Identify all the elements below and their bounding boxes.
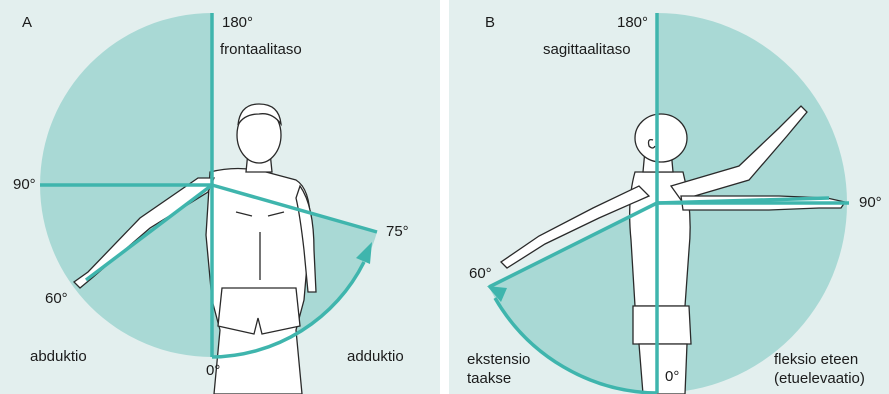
torso — [206, 169, 310, 394]
panel-b-deg-90: 90° — [859, 194, 882, 212]
adduction-label: adduktio — [347, 348, 404, 366]
panel-a-deg-90: 90° — [13, 176, 36, 194]
flexion-label-2: (etuelevaatio) — [774, 370, 865, 388]
panel-a-plane-label: frontaalitaso — [220, 41, 302, 59]
extension-label-2: taakse — [467, 370, 511, 388]
panel-b-deg-180: 180° — [617, 14, 648, 32]
extension-label-1: ekstensio — [467, 351, 530, 369]
panel-b-deg-0: 0° — [665, 368, 679, 386]
leg-side — [639, 344, 687, 394]
panel-a-deg-60: 60° — [45, 290, 68, 308]
panel-a-letter: A — [22, 14, 32, 32]
panel-a-deg-75: 75° — [386, 223, 409, 241]
panel-b-sagittal-plane: B 180° sagittaalitaso 90° 60° ekstensio … — [449, 0, 889, 394]
panel-b-plane-label: sagittaalitaso — [543, 41, 631, 59]
flexion-label-1: fleksio eteen — [774, 351, 858, 369]
panel-b-letter: B — [485, 14, 495, 32]
head-side — [635, 114, 687, 162]
panel-a-frontal-plane: A 180° frontaalitaso 90° 75° 60° abdukti… — [0, 0, 440, 394]
panel-a-drawing — [0, 0, 440, 394]
panel-b-deg-60: 60° — [469, 265, 492, 283]
abduction-label: abduktio — [30, 348, 87, 366]
shorts-side — [633, 306, 691, 344]
panel-b-drawing — [449, 0, 889, 394]
panel-a-deg-0: 0° — [206, 362, 220, 380]
panel-a-deg-180: 180° — [222, 14, 253, 32]
